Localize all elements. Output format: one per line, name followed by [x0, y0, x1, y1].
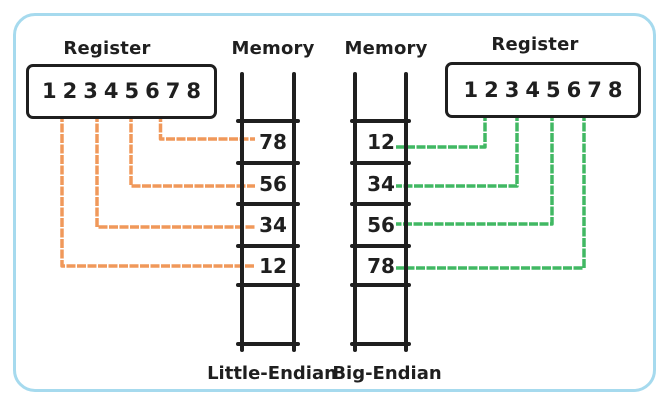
- register-digit: 5: [124, 79, 140, 103]
- register-digit: 7: [165, 79, 181, 103]
- ladder-rung: [350, 119, 411, 123]
- ladder-rung: [350, 202, 411, 206]
- register-box-right: 1 2 3 4 5 6 7 8: [445, 62, 641, 118]
- register-digit: 3: [504, 77, 520, 102]
- memory-cell-value: 78: [259, 130, 287, 154]
- ladder-rail: [292, 72, 296, 352]
- register-digit: 8: [186, 79, 201, 103]
- ladder-rung: [236, 283, 300, 287]
- ladder-rung: [350, 244, 411, 248]
- ladder-rail: [353, 72, 357, 352]
- ladder-rung: [350, 161, 411, 165]
- memory-cell-value: 34: [259, 213, 287, 237]
- memory-cell-value: 34: [367, 171, 395, 196]
- register-digit: 1: [463, 77, 479, 102]
- register-digit: 6: [566, 77, 582, 102]
- register-digit: 5: [546, 77, 561, 102]
- register-digit: 7: [587, 77, 602, 102]
- memory-cell-value: 78: [367, 253, 395, 278]
- memory-title-right: Memory: [344, 38, 428, 59]
- ladder-rung: [236, 244, 300, 248]
- memory-cell-value: 56: [367, 213, 395, 237]
- ladder-rung: [350, 283, 411, 287]
- memory-cell-value: 56: [259, 171, 287, 196]
- memory-cell-value: 12: [367, 130, 395, 154]
- memory-cell-value: 12: [259, 253, 287, 278]
- register-digit: 3: [83, 79, 98, 103]
- register-digit: 8: [607, 77, 623, 102]
- memory-title-left: Memory: [231, 38, 315, 59]
- register-title-left: Register: [63, 38, 151, 59]
- ladder-rung: [236, 342, 300, 346]
- outer-border: [13, 13, 656, 392]
- caption-big-endian: Big-Endian: [332, 363, 442, 384]
- register-digit: 4: [525, 77, 540, 102]
- ladder-rail: [240, 72, 244, 352]
- register-digit: 6: [145, 79, 160, 103]
- ladder-rung: [236, 202, 300, 206]
- register-digit: 1: [42, 79, 57, 103]
- ladder-rail: [404, 72, 408, 352]
- register-digit: 2: [484, 77, 499, 102]
- register-digit: 2: [62, 79, 78, 103]
- register-box-left: 1 2 3 4 5 6 7 8: [26, 64, 217, 119]
- ladder-rung: [236, 119, 300, 123]
- ladder-rung: [350, 342, 411, 346]
- caption-little-endian: Little-Endian: [207, 363, 337, 384]
- register-title-right: Register: [491, 34, 579, 55]
- register-digit: 4: [103, 79, 119, 103]
- ladder-rung: [236, 161, 300, 165]
